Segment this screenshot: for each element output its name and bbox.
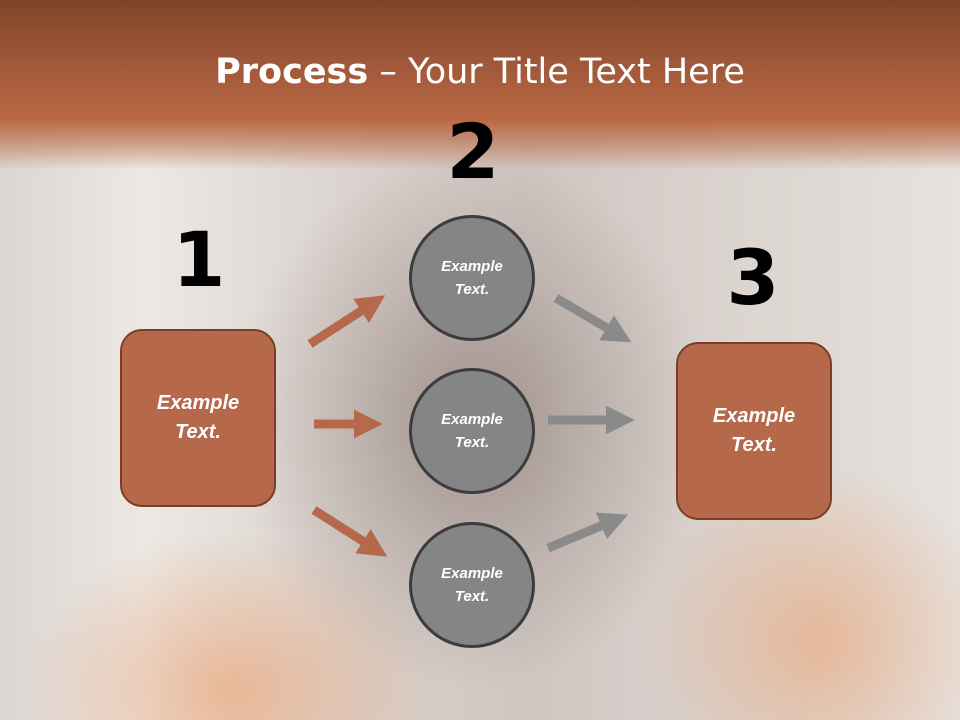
arrow-bottom-to-3 [546, 512, 628, 553]
circle-text: Example Text. [441, 257, 503, 298]
header-band [0, 0, 960, 170]
title-bold: Process [215, 52, 369, 92]
arrow-top-to-3 [553, 294, 632, 343]
step-number-3: 3 [726, 233, 780, 322]
step-3-box: Example Text. [676, 342, 832, 520]
step-number-1: 1 [172, 215, 226, 304]
step-2-circle-top: Example Text. [409, 215, 535, 341]
step-3-text: Example Text. [712, 405, 796, 456]
step-1-text: Example Text. [156, 392, 240, 443]
arrow-1-to-bottom [311, 506, 388, 557]
circle-text: Example Text. [441, 410, 503, 451]
title-rest: – Your Title Text Here [368, 52, 745, 92]
slide-title: Process – Your Title Text Here [0, 52, 960, 92]
step-2-circle-bottom: Example Text. [409, 522, 535, 648]
arrow-1-to-top [307, 295, 386, 348]
step-number-2: 2 [446, 107, 500, 196]
step-2-circle-middle: Example Text. [409, 368, 535, 494]
step-1-box: Example Text. [120, 329, 276, 507]
circle-text: Example Text. [441, 564, 503, 605]
